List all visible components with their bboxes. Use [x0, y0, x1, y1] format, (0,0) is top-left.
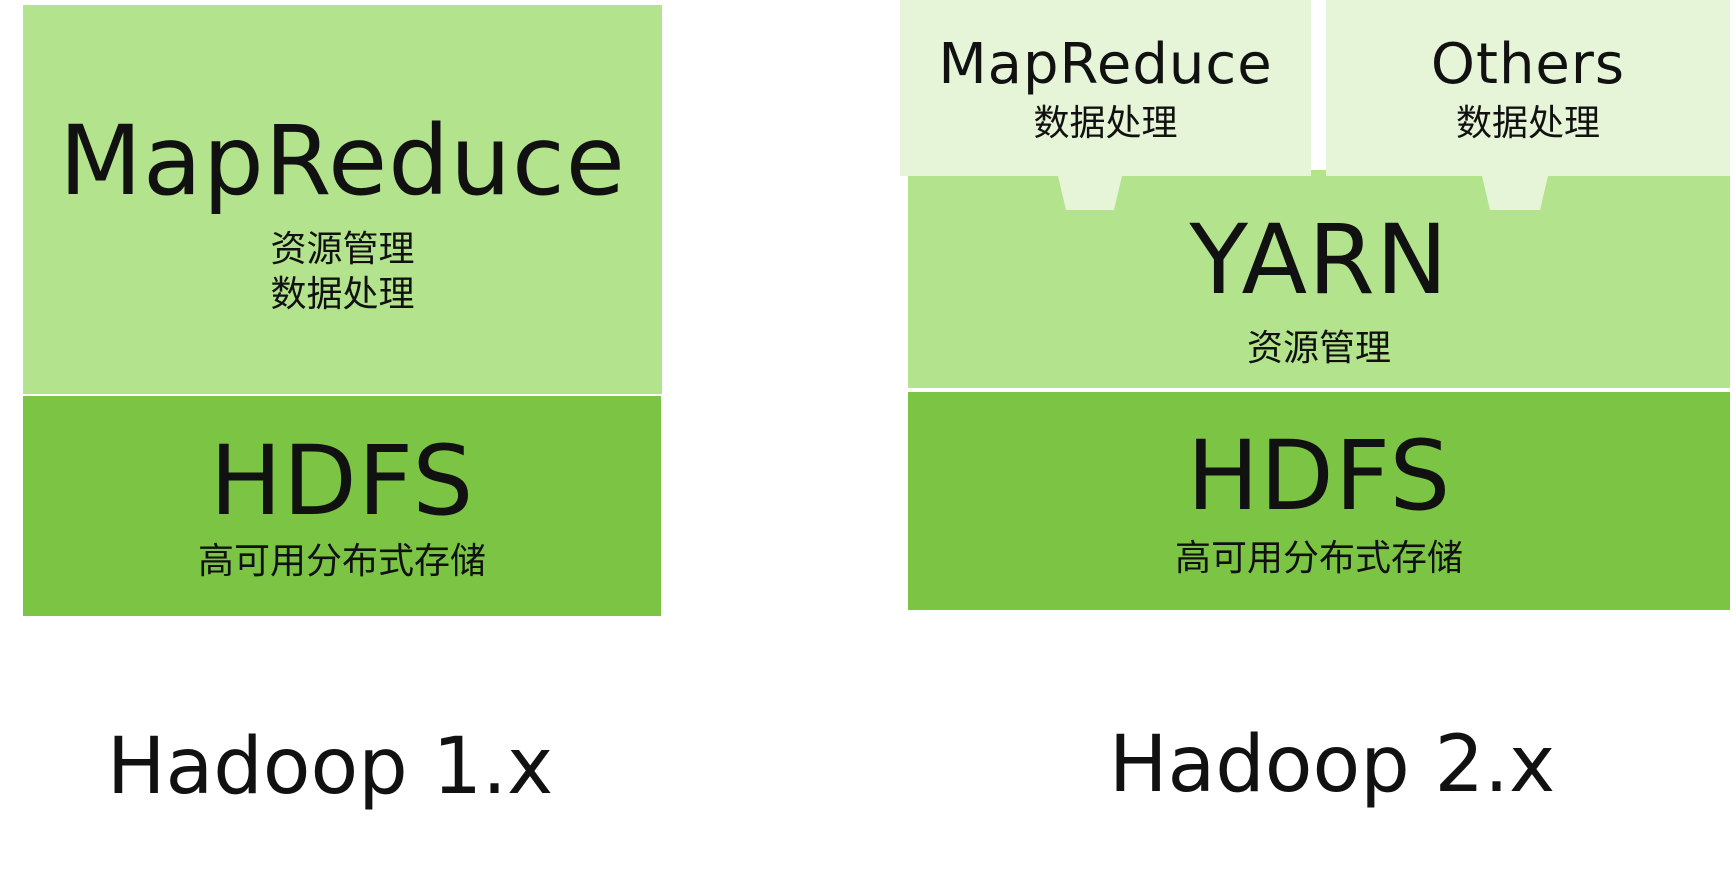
hadoop1-hdfs-title: HDFS [209, 424, 475, 537]
hadoop2-version-label: Hadoop 2.x [1108, 720, 1556, 810]
hadoop1-hdfs-subtitle: 高可用分布式存储 [197, 540, 486, 582]
hadoop1-mapreduce-desc-line1: 资源管理 [270, 228, 415, 270]
hadoop1-version-label: Hadoop 1.x [106, 722, 554, 812]
hadoop1-mapreduce-desc: 资源管理 数据处理 [270, 227, 414, 317]
hadoop2-yarn-subtitle: 资源管理 [1246, 327, 1391, 369]
hadoop2-hdfs-block: HDFS 高可用分布式存储 [908, 392, 1730, 610]
hadoop2-mapreduce-block: MapReduce 数据处理 [900, 0, 1311, 176]
others-to-yarn-connector [1482, 176, 1548, 210]
hadoop2-hdfs-subtitle: 高可用分布式存储 [1174, 537, 1463, 579]
mapreduce-to-yarn-connector [1058, 176, 1122, 210]
hadoop2-others-block: Others 数据处理 [1326, 0, 1730, 176]
hadoop1-mapreduce-title: MapReduce [59, 104, 626, 217]
hadoop1-hdfs-block: HDFS 高可用分布式存储 [23, 396, 661, 616]
hadoop2-hdfs-title: HDFS [1186, 419, 1452, 532]
hadoop1-mapreduce-block: MapReduce 资源管理 数据处理 [23, 5, 662, 394]
hadoop2-yarn-block: YARN 资源管理 [908, 170, 1730, 388]
hadoop2-others-subtitle: 数据处理 [1455, 102, 1600, 144]
hadoop2-others-title: Others [1430, 31, 1626, 97]
hadoop2-mapreduce-subtitle: 数据处理 [1033, 102, 1178, 144]
hadoop2-yarn-title: YARN [1189, 203, 1449, 316]
hadoop2-mapreduce-title: MapReduce [938, 31, 1273, 97]
hadoop1-mapreduce-desc-line2: 数据处理 [270, 273, 415, 315]
